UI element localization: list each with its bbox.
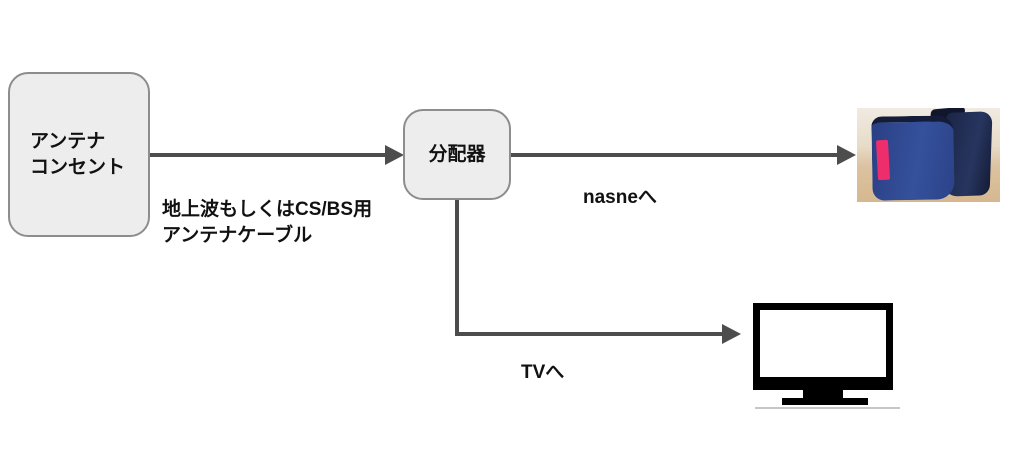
arrow-splitter-to-tv-horizontal-line — [455, 332, 722, 336]
arrow-antenna-to-splitter-line — [150, 153, 385, 157]
arrow-antenna-to-splitter-head-icon — [385, 145, 404, 165]
tv-screen — [753, 303, 893, 390]
arrow-splitter-to-nasne-line — [511, 153, 837, 157]
cable-type-label-line2: アンテナケーブル — [162, 224, 313, 246]
to-nasne-label: nasneへ — [583, 187, 657, 208]
nasne-photo — [857, 108, 1000, 202]
arrow-splitter-to-tv-head-icon — [722, 324, 741, 344]
arrow-splitter-to-nasne-head-icon — [837, 145, 856, 165]
cable-type-label-line1: 地上波もしくはCS/BS用 — [162, 199, 373, 220]
splitter-label: 分配器 — [428, 143, 486, 165]
tv-icon — [753, 303, 901, 413]
cable-type-label: 地上波もしくはCS/BS用 アンテナケーブル — [162, 197, 372, 248]
antenna-outlet-label: アンテナ コンセント — [30, 129, 125, 180]
antenna-outlet-label-line1: アンテナ — [30, 130, 106, 152]
tv-shadow-line — [755, 407, 900, 409]
node-antenna-outlet: アンテナ コンセント — [8, 72, 150, 237]
tv-stand-base — [782, 398, 868, 405]
tv-stand-neck — [803, 389, 843, 400]
antenna-outlet-label-line2: コンセント — [30, 156, 126, 178]
to-tv-label: TVへ — [521, 362, 565, 383]
arrow-splitter-to-tv-vertical-line — [455, 200, 459, 336]
node-splitter: 分配器 — [403, 109, 511, 200]
nasne-pink-sticker — [875, 139, 891, 181]
